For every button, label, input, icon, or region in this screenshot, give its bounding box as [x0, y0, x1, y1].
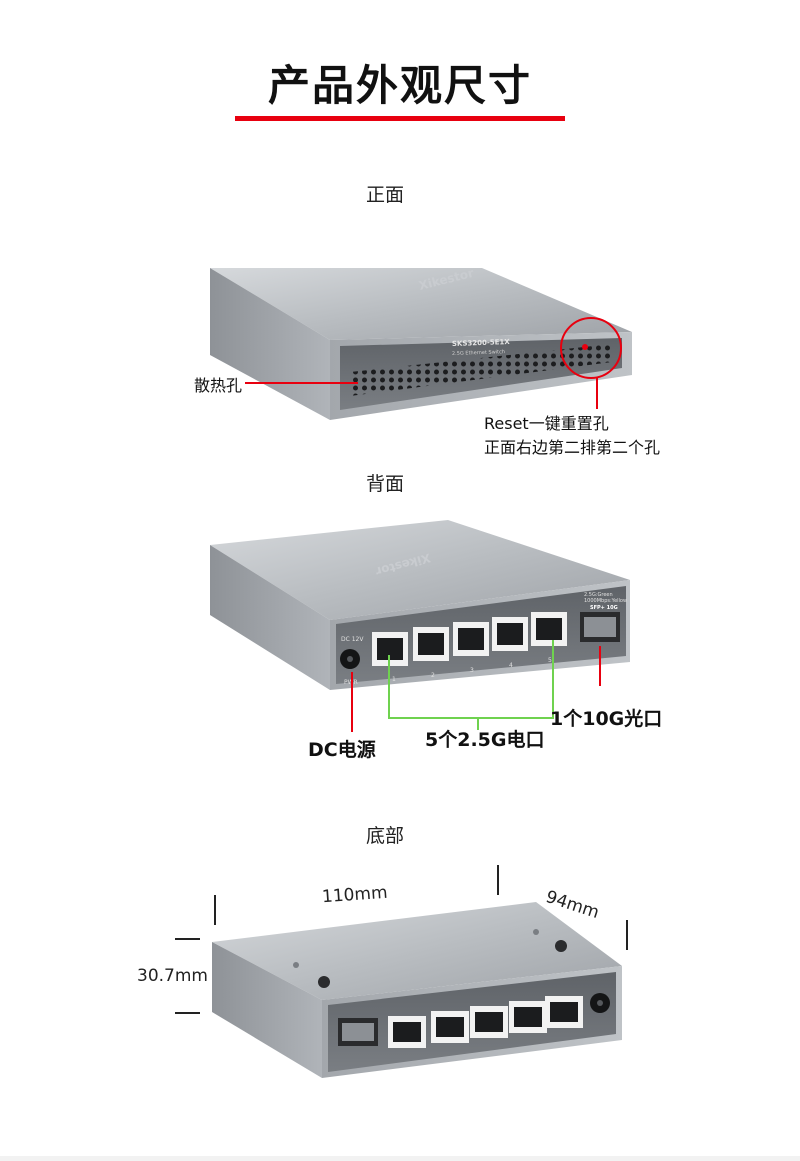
dc-port-text: DC 12V [341, 636, 364, 643]
rj45-port [431, 1011, 469, 1043]
rj45-port [413, 627, 449, 661]
rj45-port [545, 996, 583, 1028]
sfp-cage [338, 1018, 378, 1046]
rj45-ports-label: 5个2.5G电口 [425, 729, 545, 751]
reset-hole-marker [582, 344, 588, 350]
port-number: 3 [470, 667, 474, 674]
led-legend-text: 1000Mbps:Yellow [584, 598, 627, 604]
vent-label: 散热孔 [194, 376, 243, 395]
front-switch-image: Xikestor SKS3200-5E1X 2.5G Ethernet Swit… [210, 266, 632, 420]
front-model-subtext: 2.5G Ethernet Switch [452, 349, 505, 357]
height-dimension: 30.7mm [137, 966, 208, 986]
port-number: 2 [431, 672, 435, 679]
reset-label-line1: Reset一键重置孔 [484, 414, 609, 433]
page-title: 产品外观尺寸 [267, 61, 532, 110]
rj45-bracket [388, 640, 554, 719]
back-switch-image: Xikestor DC 12V PWR 1 2 3 4 5 2.5G:Green… [210, 520, 630, 690]
rj45-port [531, 612, 567, 646]
title-underline [235, 116, 565, 121]
rj45-port [453, 622, 489, 656]
bottom-heading: 底部 [365, 825, 404, 847]
reset-highlight-circle [560, 317, 622, 379]
port-number: 1 [392, 676, 396, 683]
dc-power-label: DC电源 [308, 739, 376, 761]
footer-strip [0, 1156, 800, 1161]
led-legend-text: 2.5G:Green [584, 592, 613, 598]
rj45-port [492, 617, 528, 651]
port-number: 4 [509, 662, 513, 669]
port-number: 5 [548, 657, 552, 664]
pwr-text: PWR [344, 679, 358, 686]
reset-label-line2: 正面右边第二排第二个孔 [484, 438, 661, 457]
sfp-port-label: 1个10G光口 [550, 708, 663, 730]
front-model-text: SKS3200-5E1X [452, 338, 511, 348]
front-heading: 正面 [365, 184, 404, 206]
sfp-text: SFP+ 10G [590, 605, 618, 611]
sfp-cage [580, 612, 620, 642]
rj45-port [388, 1016, 426, 1048]
bottom-switch-image [212, 902, 622, 1078]
rj45-port [470, 1006, 508, 1038]
back-heading: 背面 [365, 473, 404, 495]
rj45-port [509, 1001, 547, 1033]
